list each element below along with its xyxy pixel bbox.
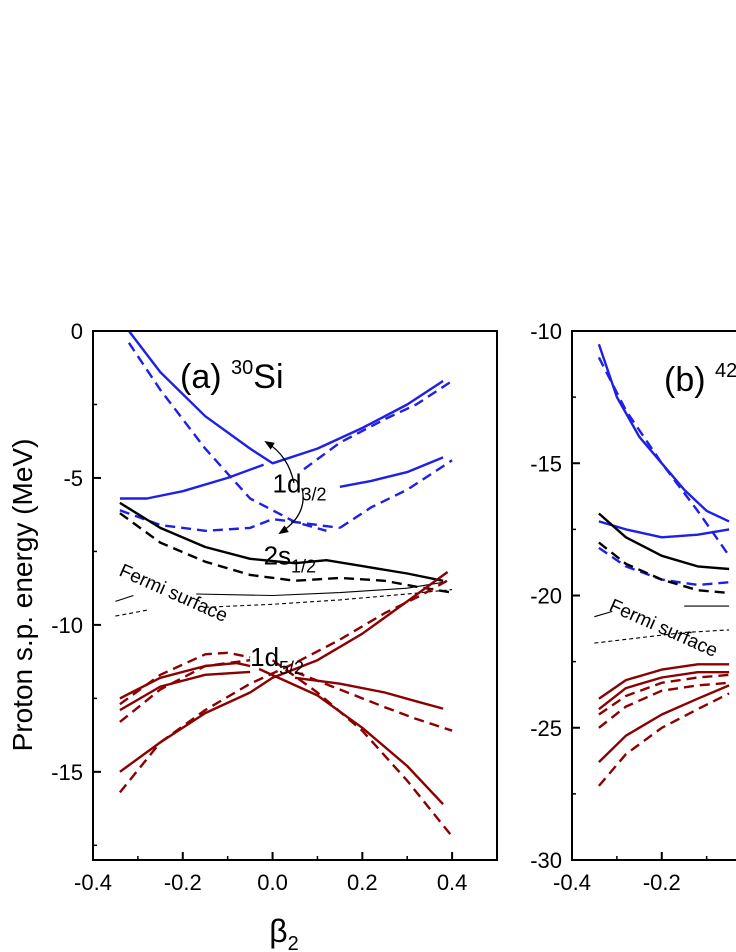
panel-b-y-tick-label: -15 [530,451,562,476]
panel-b-y-tick-label: -10 [530,319,562,344]
panel-a-x-tick-label: -0.4 [74,870,112,895]
panel-b-fermi-label: Fermi surface [606,595,721,661]
panel-a-orbital-label-main: 1d [250,642,279,672]
panel-a-orbital-label: 1d5/2 [250,642,304,678]
panel-a-x-tick-label: 0.4 [437,870,468,895]
panel-a-curves [115,331,454,838]
panel-a-series-blue-dashed-4 [303,379,453,471]
panel-b-series-blue-solid-0 [597,343,730,523]
panel-a-orbital-label-sub: 1/2 [291,557,316,577]
panel-a-series-black-solid-10 [196,581,444,597]
panel-a-series-blue-solid-1 [119,463,265,500]
panel-a-y-tick-label: -10 [51,613,83,638]
panel-a-fermi-label: Fermi surface [116,560,231,626]
panel-b-x-tick-label: -0.2 [643,870,681,895]
panel-a-label: (a) [180,358,222,396]
panel-a-x-tick-label: -0.2 [164,870,202,895]
panel-b: -0.4 -0.2 -10 -15 -20 -25 -30 (b) 42 Fermi sur… [530,319,736,895]
x-axis-label: β2 [269,913,299,952]
panel-a-series-black-dashed-11 [115,609,148,617]
panel-a-series-blue-solid-0 [127,331,444,465]
panel-a-series-red-solid-17 [258,667,444,806]
panel-b-series-red-dashed-14 [597,692,730,787]
panel-a-arrow-up [264,440,295,484]
panel-a-orbital-label-sub: 3/2 [301,485,326,505]
panel-b-y-tick-label: -25 [530,716,562,741]
panel-b-label: (b) [664,361,706,399]
panel-a-element: Si [253,358,283,396]
panel-a-x-tick-label: 0.0 [257,870,288,895]
panel-b-x-tick-label: -0.4 [553,870,591,895]
y-axis-label: Proton s.p. energy (MeV) [7,439,38,752]
panel-b-series-red-solid-10 [598,671,730,711]
panel-b-series-blue-solid-1 [598,520,730,539]
panel-a-series-blue-dashed-6 [339,459,453,529]
x-axis-label-base: β [269,913,287,949]
panel-a-frame [92,330,498,861]
panel-a-orbital-label-sub: 5/2 [279,658,304,678]
panel-a-x-tick-label: 0.2 [347,870,378,895]
panel-b-frame [571,330,736,861]
panel-a-series-black-dashed-8 [119,512,453,594]
panel-b-series-red-solid-9 [598,663,730,700]
panel-b-series-black-dashed-8 [594,629,730,644]
panel-a-series-blue-solid-2 [339,456,444,488]
panel-a-y-tick-label: 0 [71,319,83,344]
panel-a-arrow-down [278,487,304,535]
panel-b-curves [594,343,731,787]
panel-b-ticks: -0.4 -0.2 -10 -15 -20 -25 -30 [530,319,708,895]
panel-a-series-red-solid-16 [294,676,444,710]
panel-a-series-red-solid-14 [119,670,251,712]
panel-a-title: (a) 30Si [180,357,284,396]
panel-a-series-blue-dashed-5 [119,509,341,532]
panel-b-series-blue-dashed-2 [597,356,731,557]
panel-b-mass-number: 42 [715,360,736,382]
panel-a-y-tick-label: -15 [51,760,83,785]
panel-a-series-black-dashed-12 [205,589,453,608]
panel-b-series-red-solid-11 [598,684,730,763]
panel-a-series-red-dashed-20 [118,576,453,794]
panel-a-series-blue-dashed-3 [127,342,327,532]
panel-b-series-red-dashed-13 [598,681,730,729]
panel-b-series-red-dashed-12 [598,673,730,716]
panel-a-orbital-label-main: 2s [264,541,291,571]
panel-b-y-tick-label: -30 [530,848,562,873]
panel-b-series-black-dashed-5 [598,541,730,595]
panel-a-y-tick-label: -5 [63,466,83,491]
panel-a-orbital-label-main: 1d [273,469,302,499]
panel-a-series-black-solid-9 [115,594,134,602]
panel-b-series-black-solid-6 [594,610,613,618]
panel-a-ticks: -0.4 -0.2 0.0 0.2 0.4 0 -5 -10 -15 [51,319,498,895]
panel-a-series-red-dashed-18 [119,651,251,706]
panel-a-orbital-label: 1d3/2 [273,469,327,505]
panel-b-y-tick-label: -20 [530,584,562,609]
panel-b-title: (b) 42 [664,360,736,399]
panel-a-mass-number: 30 [231,357,253,379]
panel-a-series-red-dashed-21 [294,670,453,732]
panel-a-orbital-label: 2s1/2 [264,541,317,577]
panel-a-series-black-solid-7 [119,501,444,582]
panel-a-series-red-dashed-22 [271,659,454,838]
panel-a-series-red-dashed-19 [119,659,251,723]
x-axis-label-sub: 2 [288,933,299,952]
panel-b-series-black-solid-4 [598,512,730,571]
